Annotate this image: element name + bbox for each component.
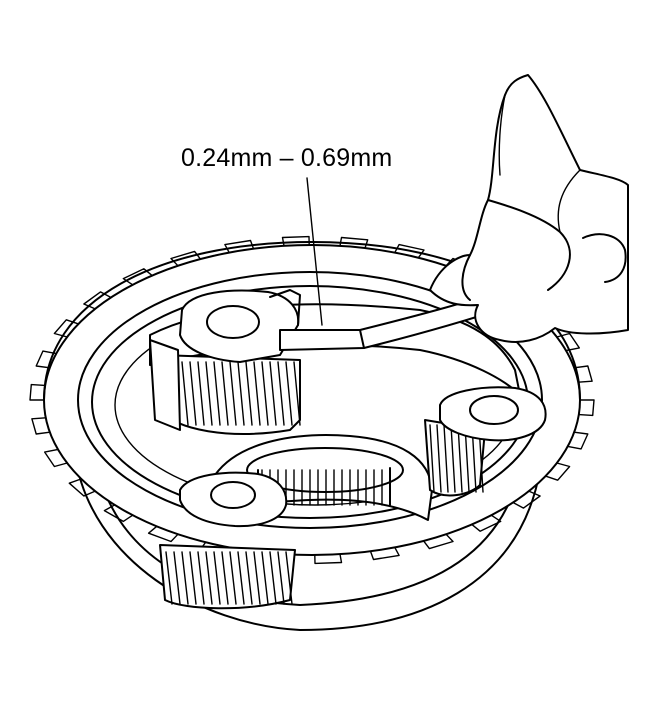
pinion-cap-lower bbox=[179, 471, 288, 528]
clearance-callout-label: 0.24mm – 0.69mm bbox=[181, 144, 393, 172]
pinion-cap-right bbox=[439, 386, 547, 442]
planet-gear-upper-left bbox=[149, 339, 301, 435]
pinion-cap-upper bbox=[179, 289, 301, 363]
planet-gear-right bbox=[424, 419, 486, 497]
hand-icon bbox=[429, 74, 629, 343]
callout-leader bbox=[306, 177, 323, 326]
planet-gear-lower bbox=[159, 544, 296, 610]
